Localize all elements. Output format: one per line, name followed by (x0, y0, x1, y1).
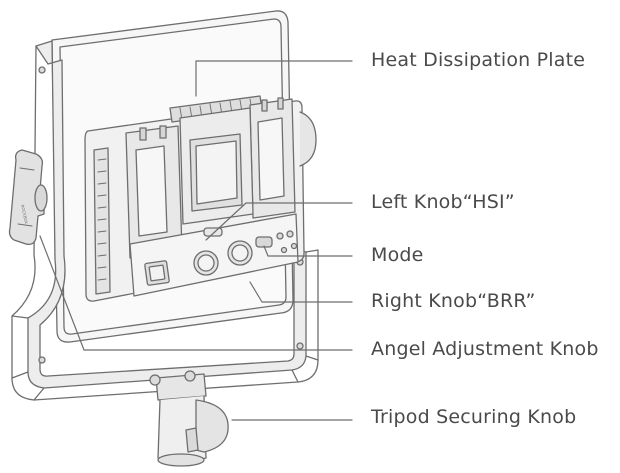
label-angel-adjustment-knob: Angel Adjustment Knob (371, 338, 599, 360)
control-panel (129, 213, 299, 297)
leader-mode (263, 245, 353, 257)
label-heat-dissipation-plate: Heat Dissipation Plate (371, 49, 586, 71)
leader-left-knob (205, 202, 353, 241)
knob-marking: ROCKBOX (20, 204, 29, 225)
leader-heat-dissipation-plate (195, 60, 353, 97)
leader-angel-adjustment-knob (39, 235, 353, 351)
label-mode: Mode (371, 244, 424, 266)
label-tripod-securing-knob: Tripod Securing Knob (371, 406, 577, 428)
leader-right-knob (249, 281, 353, 303)
tripod-mount (149, 370, 229, 467)
tripod-securing-knob (195, 399, 229, 453)
callout-leaders (39, 60, 353, 421)
label-right-knob-brr: Right Knob“BRR” (371, 290, 536, 312)
angel-adjustment-knob (8, 149, 48, 246)
label-left-knob-hsi: Left Knob“HSI” (371, 191, 515, 213)
